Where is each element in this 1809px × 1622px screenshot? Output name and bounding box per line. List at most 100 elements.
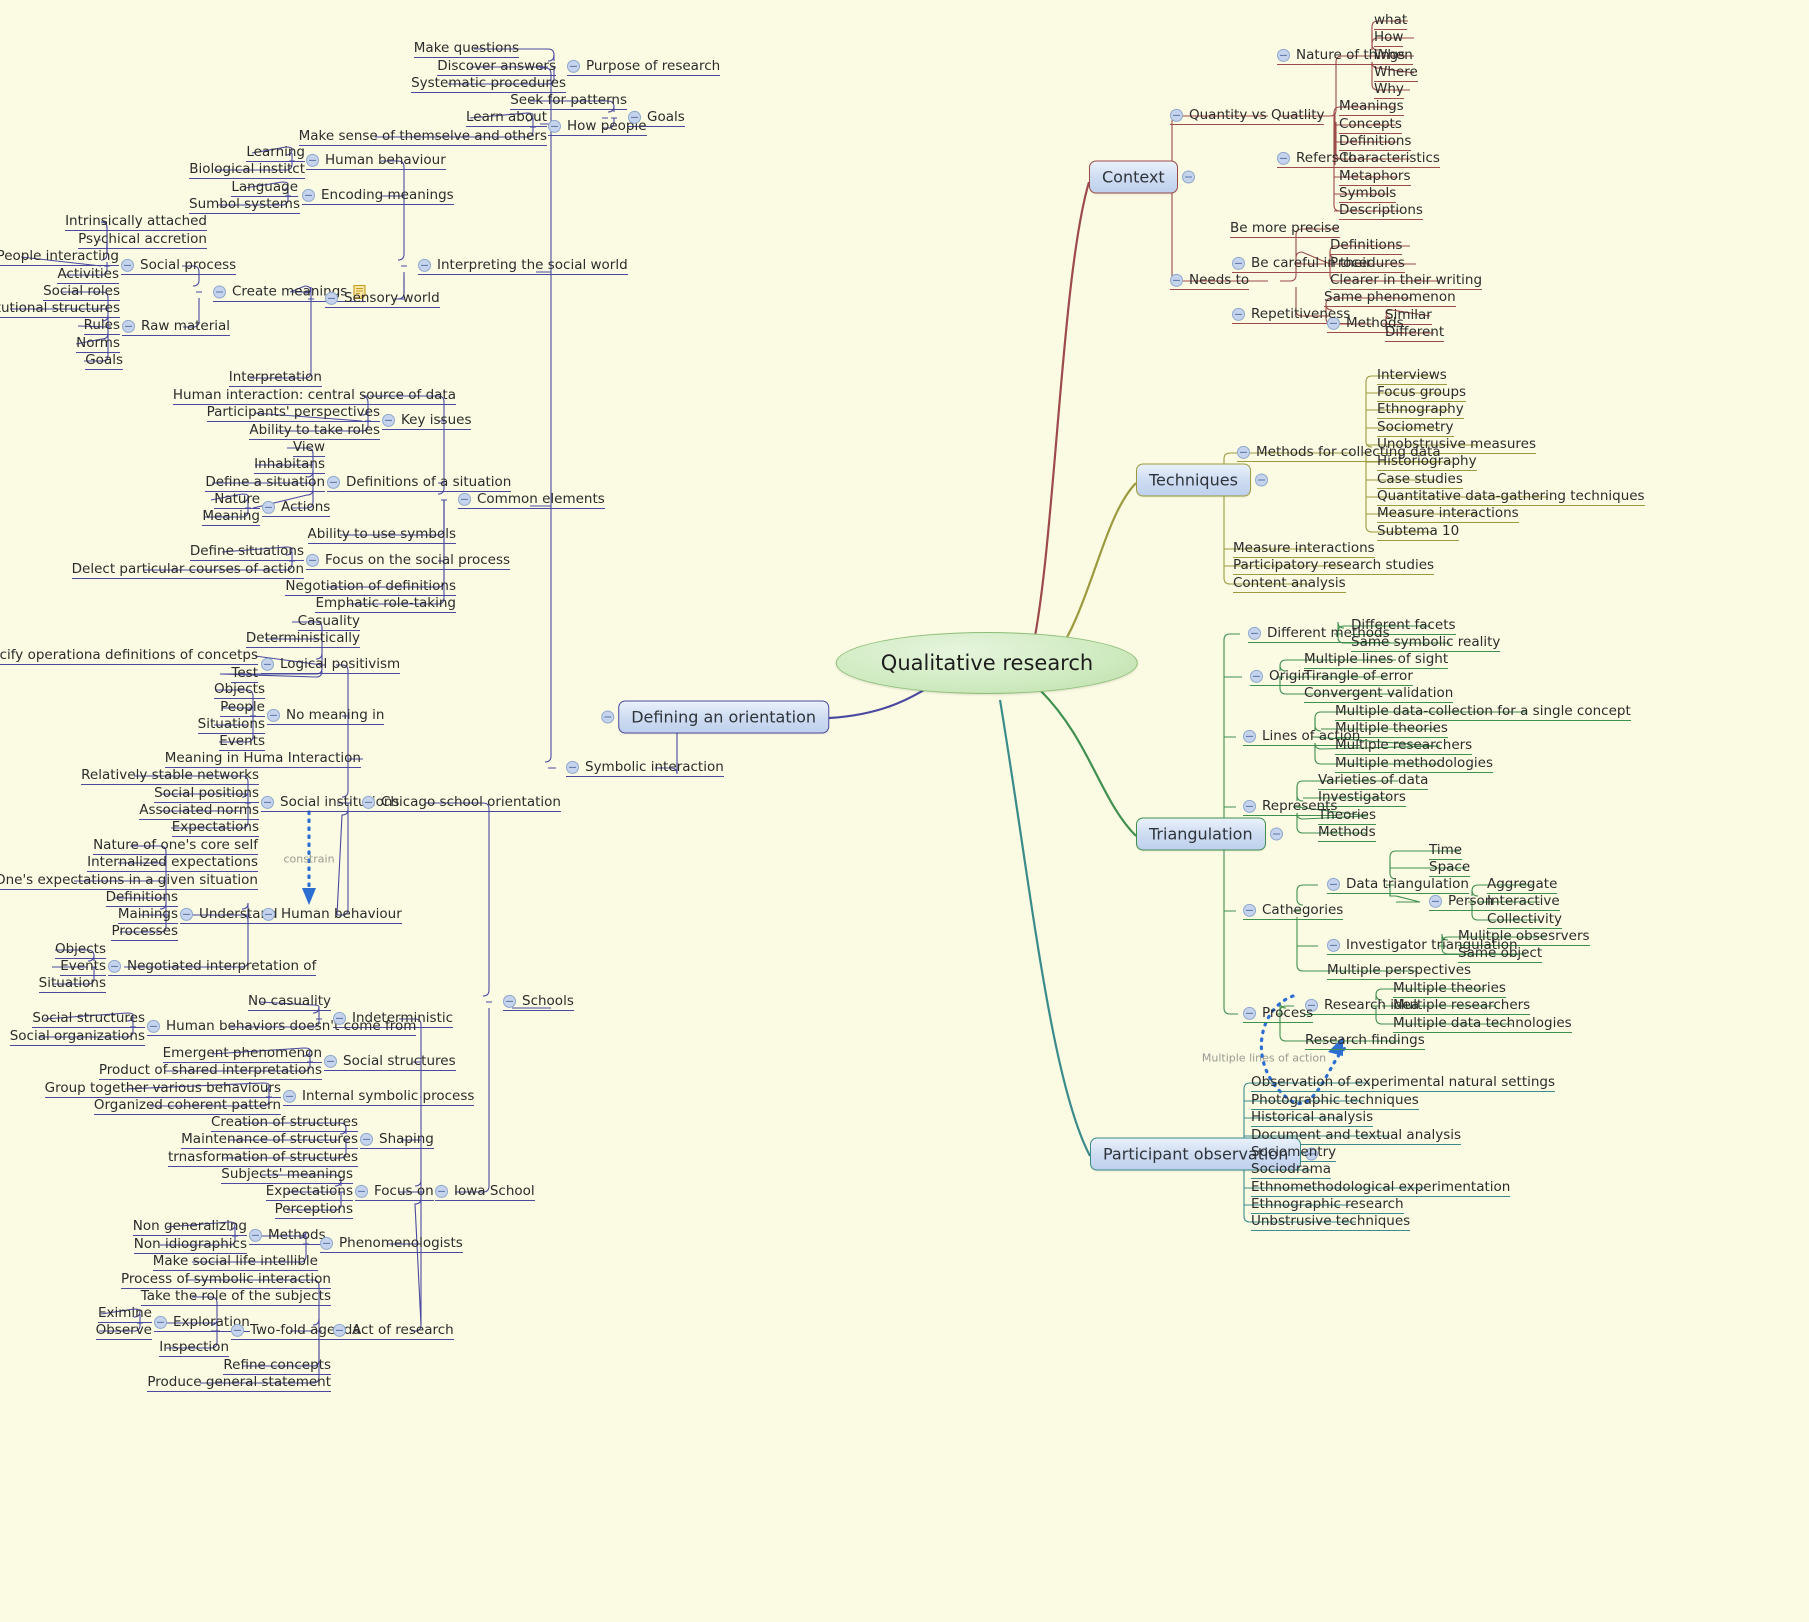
mindmap-node[interactable]: Human behaviour <box>306 153 446 168</box>
mindmap-node[interactable]: Creation of structures <box>211 1115 358 1130</box>
mindmap-node[interactable]: Seek for patterns <box>510 93 627 108</box>
mindmap-node[interactable]: Institutional structures <box>0 301 120 316</box>
mindmap-node[interactable]: Delect particular courses of action <box>72 562 304 577</box>
mindmap-node[interactable]: Chicago school orientation <box>362 795 561 810</box>
mindmap-node[interactable]: Emergent phenomenon <box>163 1046 322 1061</box>
mindmap-node[interactable]: Measure interactions <box>1233 541 1375 556</box>
mindmap-node[interactable]: Multiple researchers <box>1335 738 1472 753</box>
mindmap-node[interactable]: Multiple researchers <box>1393 998 1530 1013</box>
mindmap-node[interactable]: Photographic techniques <box>1251 1093 1419 1108</box>
mindmap-node[interactable]: Human behaviour <box>262 907 402 922</box>
mindmap-node[interactable]: Subjects' meanings <box>221 1167 353 1182</box>
mindmap-node[interactable]: Be careful in their <box>1232 256 1372 271</box>
mindmap-node[interactable]: Objects <box>214 682 265 697</box>
mindmap-node[interactable]: Group together various behaviours <box>45 1081 281 1096</box>
mindmap-node[interactable]: Process of symbolic interaction <box>121 1272 331 1287</box>
collapse-toggle-icon[interactable] <box>1250 670 1263 684</box>
mindmap-node[interactable]: Intrinsically attached <box>65 214 207 229</box>
mindmap-node[interactable]: Activities <box>57 267 119 282</box>
mindmap-node[interactable]: Historical analysis <box>1251 1110 1373 1125</box>
mindmap-node[interactable]: Rules <box>84 318 120 333</box>
mindmap-node[interactable]: Social positions <box>154 786 259 801</box>
mindmap-node[interactable]: Focus on the social process <box>306 553 510 568</box>
collapse-toggle-icon[interactable] <box>1327 939 1340 953</box>
collapse-toggle-icon[interactable] <box>262 501 275 515</box>
mindmap-node[interactable]: Meaning in Huma Interaction <box>165 751 361 766</box>
mindmap-node[interactable]: Sociometry <box>1377 420 1454 435</box>
mindmap-node[interactable]: Learn about <box>466 110 547 125</box>
mindmap-node[interactable]: People interacting <box>0 249 119 264</box>
mindmap-node[interactable]: Casuality <box>298 614 360 629</box>
mindmap-node[interactable]: Goals <box>85 353 123 368</box>
mindmap-node[interactable]: Eximine <box>98 1306 152 1321</box>
mindmap-node[interactable]: People <box>220 700 265 715</box>
collapse-toggle-icon[interactable] <box>262 908 275 922</box>
mindmap-node[interactable]: Quantity vs Quatlity <box>1170 108 1324 123</box>
mindmap-node[interactable]: Person <box>1429 894 1493 909</box>
mindmap-node[interactable]: Focus on <box>355 1184 434 1199</box>
root-node[interactable]: Qualitative research <box>835 632 1139 694</box>
collapse-toggle-icon[interactable] <box>306 554 319 568</box>
mindmap-node[interactable]: Content analysis <box>1233 576 1346 591</box>
mindmap-node[interactable]: Mulitple obsesrvers <box>1458 929 1590 944</box>
mindmap-node[interactable]: Situations <box>39 976 106 991</box>
collapse-toggle-icon[interactable] <box>261 658 274 672</box>
mindmap-node[interactable]: Characteristics <box>1339 151 1440 166</box>
mindmap-node[interactable]: Theories <box>1318 808 1376 823</box>
collapse-toggle-icon[interactable] <box>325 292 338 306</box>
mindmap-node[interactable]: Definitions <box>1339 134 1411 149</box>
mindmap-node[interactable]: Tirangle of error <box>1304 669 1413 684</box>
mindmap-node[interactable]: Make questions <box>414 41 519 56</box>
mindmap-node[interactable]: Nature <box>214 492 260 507</box>
mindmap-node[interactable]: Associated norms <box>139 803 259 818</box>
mindmap-node[interactable]: Expectations <box>172 820 259 835</box>
collapse-toggle-icon[interactable] <box>601 710 615 724</box>
mindmap-node[interactable]: Take the role of the subjects <box>141 1289 331 1304</box>
collapse-toggle-icon[interactable] <box>1243 1007 1256 1021</box>
mindmap-node[interactable]: Deterministically <box>246 631 360 646</box>
mindmap-node[interactable]: Origin <box>1250 669 1310 684</box>
mindmap-node[interactable]: Different facets <box>1351 618 1456 633</box>
collapse-toggle-icon[interactable] <box>1243 904 1256 918</box>
collapse-toggle-icon[interactable] <box>1277 152 1290 166</box>
mindmap-node[interactable]: Case studies <box>1377 472 1463 487</box>
mindmap-node[interactable]: Same object <box>1458 946 1542 961</box>
collapse-toggle-icon[interactable] <box>1277 49 1290 63</box>
mindmap-node[interactable]: Methods <box>249 1228 326 1243</box>
mindmap-node[interactable]: Purpose of research <box>567 59 720 74</box>
mindmap-node[interactable]: Definitions of a situation <box>327 475 511 490</box>
mindmap-node[interactable]: Negotiated interpretation of <box>108 959 316 974</box>
mindmap-node[interactable]: Multiple theories <box>1335 721 1448 736</box>
mindmap-node[interactable]: One's expectations in a given situation <box>0 873 258 888</box>
collapse-toggle-icon[interactable] <box>458 493 471 507</box>
mindmap-node[interactable]: Why <box>1374 82 1404 97</box>
mindmap-node[interactable]: Meaning <box>202 509 260 524</box>
mindmap-node[interactable]: Shaping <box>360 1132 434 1147</box>
mindmap-node[interactable]: Phenomenologists <box>320 1236 463 1251</box>
mindmap-node[interactable]: Participatory research studies <box>1233 558 1434 573</box>
mindmap-node[interactable]: Psychical accretion <box>78 232 207 247</box>
mindmap-node[interactable]: Procedures <box>1330 256 1405 271</box>
mindmap-node[interactable]: Ethnomethodological experimentation <box>1251 1180 1510 1195</box>
main-branch-participant-observation[interactable]: Participant observation <box>1090 1137 1322 1171</box>
collapse-toggle-icon[interactable] <box>121 259 134 273</box>
mindmap-node[interactable]: Learning <box>246 145 305 160</box>
mindmap-node[interactable]: Ethnographic research <box>1251 1197 1404 1212</box>
mindmap-node[interactable]: Investigator triangulation <box>1327 938 1518 953</box>
collapse-toggle-icon[interactable] <box>1232 308 1245 322</box>
mindmap-node[interactable]: Goals <box>628 110 685 125</box>
mindmap-node[interactable]: Methods <box>1327 316 1404 331</box>
mindmap-node[interactable]: Multiple lines of sight <box>1304 652 1448 667</box>
mindmap-node[interactable]: Objects <box>55 942 106 957</box>
collapse-toggle-icon[interactable] <box>1237 446 1250 460</box>
collapse-toggle-icon[interactable] <box>261 796 274 810</box>
mindmap-node[interactable]: Unbstrusive techniques <box>1251 1214 1410 1229</box>
mindmap-node[interactable]: Social organizations <box>10 1029 145 1044</box>
mindmap-node[interactable]: Sociodrama <box>1251 1162 1331 1177</box>
mindmap-node[interactable]: Nature of things <box>1277 48 1405 63</box>
mindmap-node[interactable]: Multiple data technologies <box>1393 1016 1572 1031</box>
mindmap-node[interactable]: Emphatic role-taking <box>315 596 456 611</box>
mindmap-node[interactable]: Actions <box>262 500 330 515</box>
mindmap-node[interactable]: Discover answers <box>437 59 556 74</box>
mindmap-node[interactable]: Interactive <box>1487 894 1560 909</box>
